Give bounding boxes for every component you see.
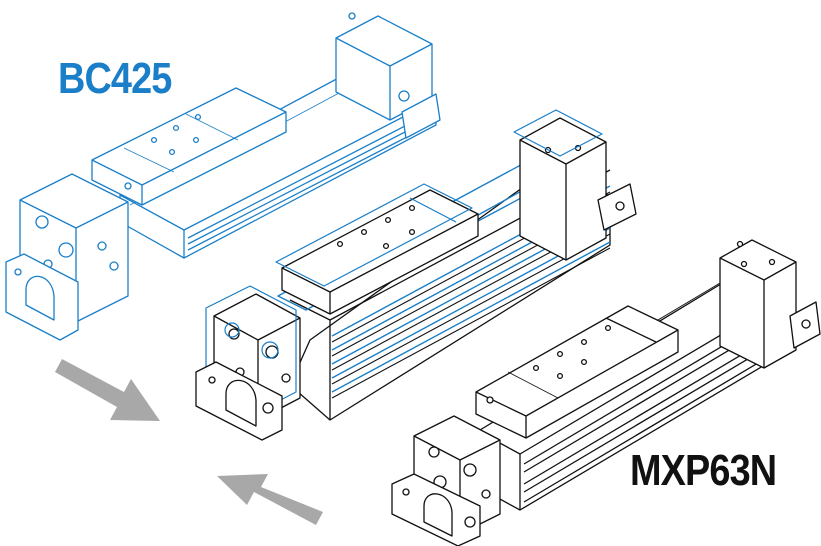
arrow-down-right-icon <box>55 359 160 421</box>
bc425-label: BC425 <box>58 54 172 103</box>
middle-cylinder-drawing <box>195 109 637 441</box>
arrow-up-left-icon <box>217 474 323 525</box>
bc425-cylinder-drawing <box>5 12 441 341</box>
mxp63n-cylinder-drawing <box>391 239 821 546</box>
mxp63n-label: MXP63N <box>630 446 777 495</box>
